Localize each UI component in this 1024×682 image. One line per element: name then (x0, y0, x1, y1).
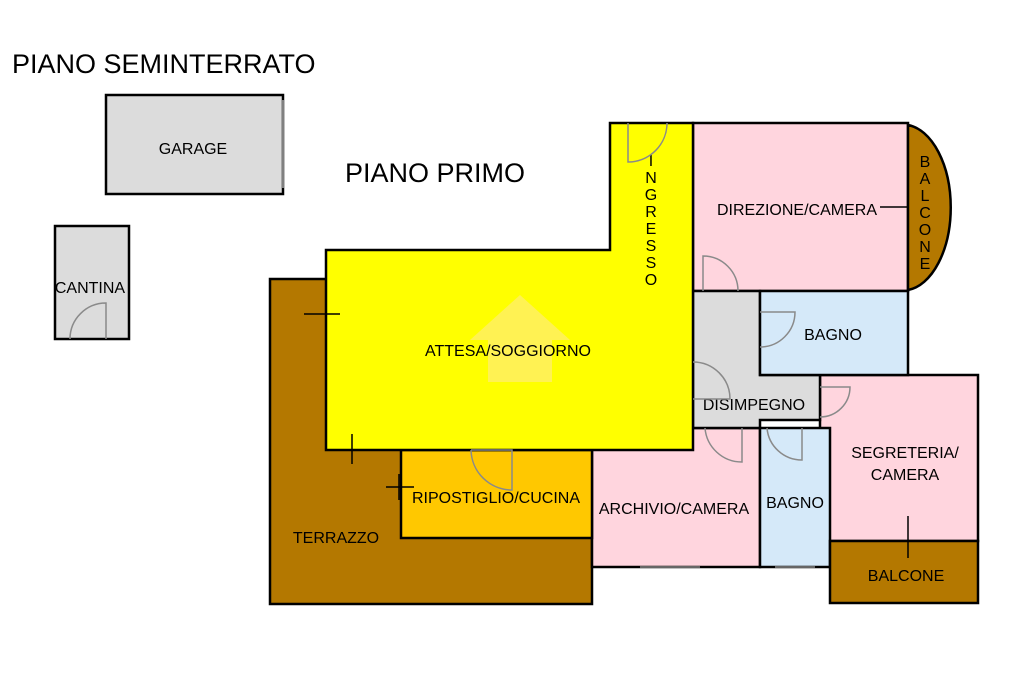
svg-text:N: N (645, 170, 657, 187)
svg-text:L: L (921, 188, 930, 205)
balcone-bottom-label: BALCONE (868, 568, 944, 585)
bagno-2-label: BAGNO (766, 495, 824, 512)
attesa-door-icon (692, 361, 731, 400)
room-disimpegno: DISIMPEGNO (691, 289, 822, 430)
svg-text:E: E (646, 221, 657, 238)
svg-text:O: O (919, 222, 931, 239)
door-swings (470, 122, 851, 491)
room-balcone-bottom: BALCONE (828, 516, 980, 605)
archivio-door-icon (704, 427, 743, 463)
room-direzione: DIREZIONE/CAMERA (691, 121, 935, 293)
svg-text:C: C (919, 205, 931, 222)
segreteria-label-line1: SEGRETERIA/ (851, 445, 959, 462)
segreteria-label-line2: CAMERA (871, 467, 940, 484)
svg-text:B: B (920, 154, 931, 171)
basement-title: PIANO SEMINTERRATO (12, 49, 316, 79)
room-garage: GARAGE (104, 93, 285, 196)
svg-text:I: I (649, 153, 653, 170)
room-ripostiglio: RIPOSTIGLIO/CUCINA (386, 448, 594, 540)
first-floor-title: PIANO PRIMO (345, 158, 525, 188)
direzione-door-icon (702, 255, 739, 292)
room-attesa-ingresso: ATTESA/SOGGIORNO I N G R E S S O (324, 121, 695, 452)
direzione-label: DIREZIONE/CAMERA (717, 202, 877, 219)
svg-text:A: A (920, 171, 931, 188)
cantina-label: CANTINA (55, 280, 126, 297)
bagno-1-label: BAGNO (804, 327, 862, 344)
terrazzo-label: TERRAZZO (293, 530, 379, 547)
svg-text:S: S (646, 238, 657, 255)
room-cantina: CANTINA (53, 224, 131, 341)
svg-text:R: R (645, 204, 657, 221)
svg-text:G: G (645, 187, 657, 204)
room-bagno-2: BAGNO (758, 426, 832, 569)
room-segreteria: SEGRETERIA/ CAMERA (818, 373, 980, 543)
garage-label: GARAGE (159, 141, 227, 158)
room-balcone-right: B A L C O N E (906, 123, 952, 292)
segreteria-door-icon (819, 386, 851, 418)
room-bagno-1: BAGNO (758, 289, 910, 377)
attesa-label: ATTESA/SOGGIORNO (425, 343, 591, 360)
svg-text:O: O (645, 272, 657, 289)
kitchen-door-icon (470, 449, 513, 491)
bagno-1-door-icon (759, 311, 796, 348)
svg-text:N: N (919, 239, 931, 256)
svg-text:E: E (920, 256, 931, 273)
ingresso-door-icon (627, 122, 668, 163)
svg-text:S: S (646, 255, 657, 272)
cantina-door-icon (69, 302, 107, 340)
ripostiglio-label: RIPOSTIGLIO/CUCINA (412, 490, 580, 507)
archivio-label: ARCHIVIO/CAMERA (599, 501, 750, 518)
disimpegno-label: DISIMPEGNO (703, 397, 805, 414)
bagno-2-door-icon (766, 427, 803, 461)
